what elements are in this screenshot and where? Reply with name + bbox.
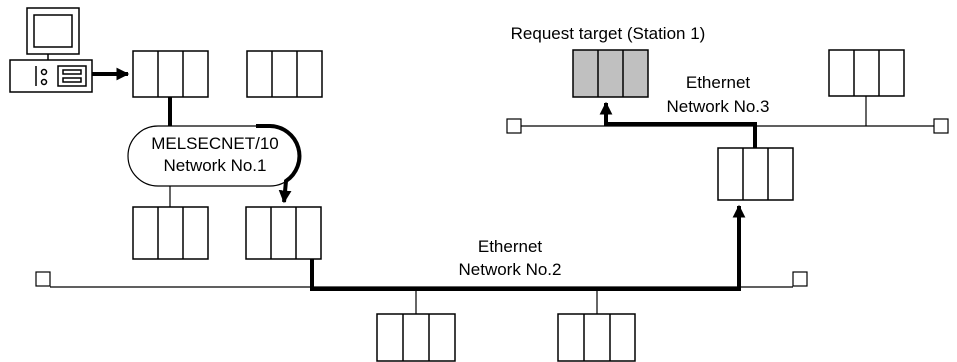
plc-station-top-middle: [246, 50, 323, 98]
plc-station-request-target: [572, 49, 649, 98]
plc-station-relay-1: [245, 206, 322, 260]
request-target-label: Request target (Station 1): [510, 24, 706, 43]
plc-station-computer-side: [132, 50, 209, 98]
ethernet-network-2-bus: [35, 271, 808, 314]
melsecnet-network-number-label: Network No.1: [163, 156, 267, 175]
melsecnet-name-label: MELSECNET/10: [151, 134, 279, 153]
plc-station-relay-2: [717, 147, 794, 201]
plc-station-top-right: [828, 49, 905, 97]
plc-station-lower-left: [132, 206, 209, 260]
network-3-type-label: Ethernet: [685, 73, 751, 92]
computer-icon: [9, 7, 93, 93]
ethernet-network-3-bus: [506, 96, 949, 148]
network-3-number-label: Network No.3: [666, 97, 770, 116]
network-2-number-label: Network No.2: [458, 260, 562, 279]
plc-station-bottom-right: [557, 313, 636, 362]
network-2-type-label: Ethernet: [477, 237, 543, 256]
plc-station-bottom-left: [376, 313, 456, 362]
communication-route: [92, 67, 757, 291]
